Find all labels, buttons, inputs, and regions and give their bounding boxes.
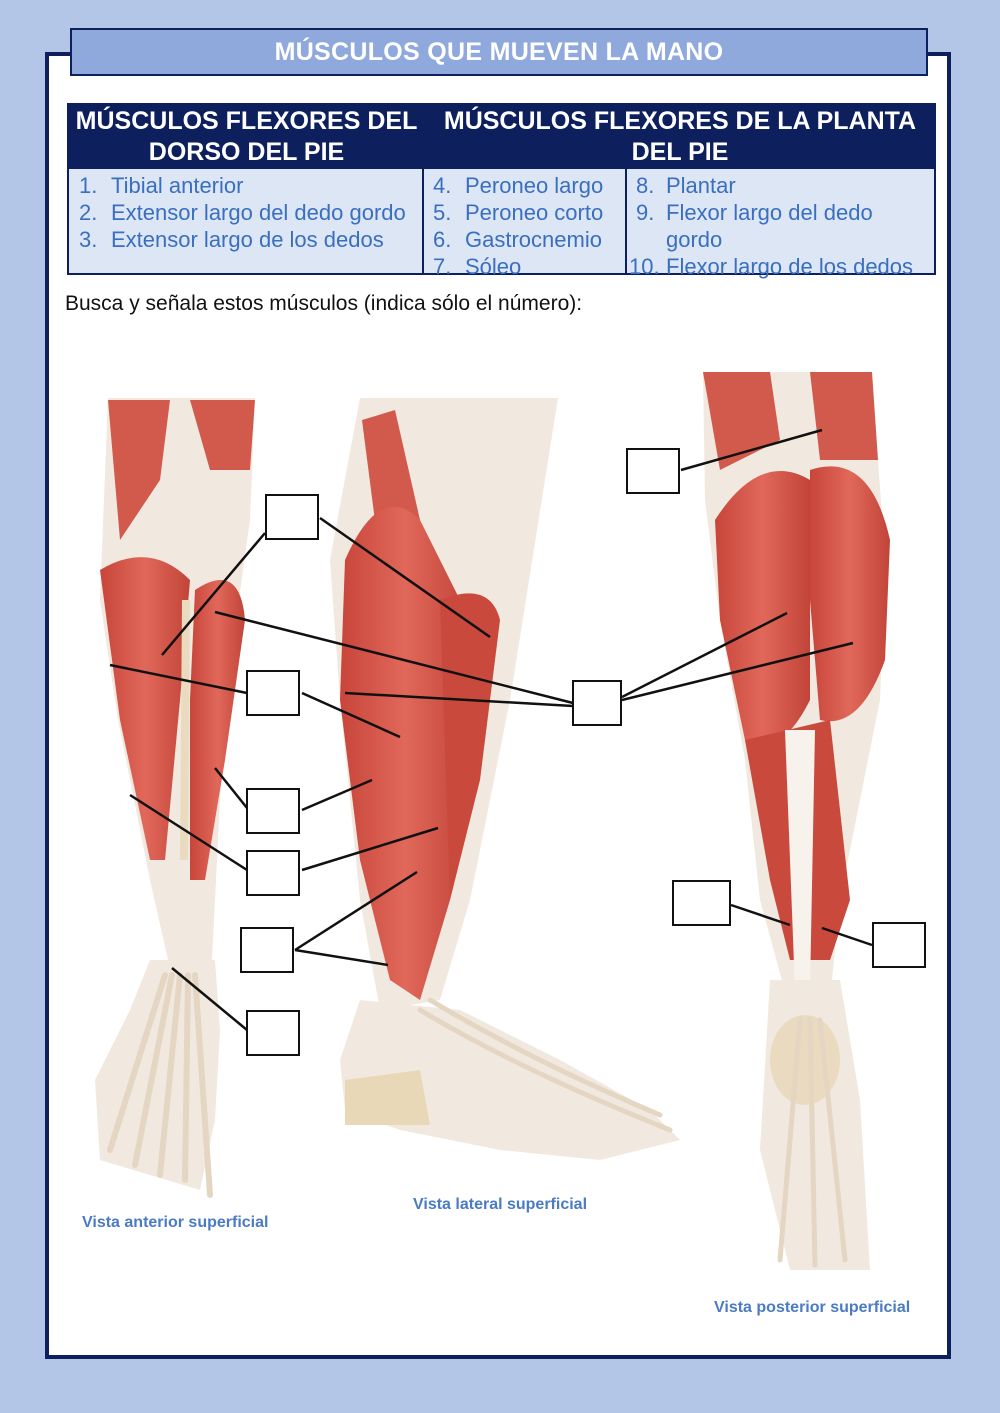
- table-body: 1.Tibial anterior 2.Extensor largo del d…: [69, 169, 934, 279]
- column-divider: [625, 169, 627, 273]
- answer-box[interactable]: [626, 448, 680, 494]
- answer-box[interactable]: [246, 850, 300, 896]
- list-plantarflexors-a: 4.Peroneo largo 5.Peroneo corto 6.Gastro…: [433, 172, 603, 280]
- list-item: 10.Flexor largo de los dedos: [629, 254, 914, 279]
- answer-box[interactable]: [246, 788, 300, 834]
- instruction-text: Busca y señala estos músculos (indica só…: [65, 292, 583, 315]
- list-item: 1.Tibial anterior: [79, 173, 244, 198]
- answer-box[interactable]: [246, 670, 300, 716]
- caption-anterior: Vista anterior superficial: [82, 1214, 269, 1231]
- caption-posterior: Vista posterior superficial: [714, 1299, 911, 1316]
- answer-box[interactable]: [572, 680, 622, 726]
- answer-box[interactable]: [872, 922, 926, 968]
- list-item: 7.Sóleo: [433, 254, 522, 279]
- lateral-leg: [330, 398, 680, 1160]
- list-item: 8.Plantar: [636, 173, 736, 198]
- answer-box[interactable]: [240, 927, 294, 973]
- list-plantarflexors-b: 8.Plantar 9.Flexor largo del dedo gordo …: [629, 172, 913, 280]
- column-divider: [422, 169, 424, 273]
- list-dorsiflexors: 1.Tibial anterior 2.Extensor largo del d…: [79, 172, 406, 253]
- answer-box[interactable]: [672, 880, 731, 926]
- list-item: 3.Extensor largo de los dedos: [79, 227, 384, 252]
- list-item: 4.Peroneo largo: [433, 173, 604, 198]
- anterior-leg: [95, 398, 255, 1198]
- answer-box[interactable]: [246, 1010, 300, 1056]
- list-item: 2.Extensor largo del dedo gordo: [79, 200, 406, 225]
- header-dorsiflexors: MÚSCULOS FLEXORES DEL DORSO DEL PIE: [75, 107, 418, 166]
- leader-lines: [109, 428, 873, 1031]
- list-item: 6.Gastrocnemio: [433, 227, 602, 252]
- muscle-table: MÚSCULOS FLEXORES DEL DORSO DEL PIE MÚSC…: [67, 103, 936, 279]
- caption-lateral: Vista lateral superficial: [413, 1196, 588, 1213]
- list-item: 9.Flexor largo del dedo gordo: [636, 200, 873, 252]
- answer-box[interactable]: [265, 494, 319, 540]
- table-header: MÚSCULOS FLEXORES DEL DORSO DEL PIE MÚSC…: [69, 105, 934, 169]
- posterior-leg: [703, 372, 890, 1270]
- list-item: 5.Peroneo corto: [433, 200, 604, 225]
- page-title: MÚSCULOS QUE MUEVEN LA MANO: [70, 28, 928, 76]
- header-plantarflexors: MÚSCULOS FLEXORES DE LA PLANTA DEL PIE: [443, 107, 917, 166]
